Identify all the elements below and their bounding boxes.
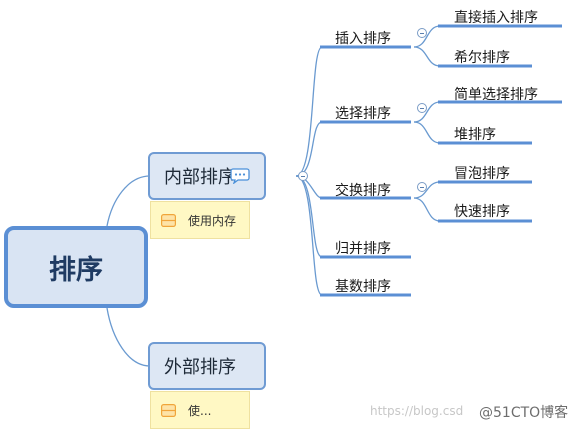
collapse-insertion-sort-button[interactable] [417, 28, 427, 38]
collapse-selection-sort-button[interactable] [417, 103, 427, 113]
connector-insertion-direct [413, 25, 441, 48]
connector-internal-insertion [295, 46, 323, 177]
collapse-exchange-sort-button[interactable] [417, 182, 427, 192]
watermark-url: https://blog.csd [370, 404, 464, 418]
collapse-internal-sort-button[interactable] [298, 171, 308, 181]
connector-root-external [106, 307, 151, 367]
topic-internal-sort[interactable]: 内部排序 [148, 152, 266, 200]
topic-external-sort[interactable]: 外部排序 [148, 342, 266, 390]
connector-internal-radix [295, 175, 323, 296]
watermark-brand: @51CTO博客 [479, 405, 569, 421]
topic-quick-sort[interactable]: 快速排序 [454, 204, 510, 220]
connector-internal-selection [295, 121, 323, 177]
note-icon [161, 213, 176, 227]
connector-selection-heap [413, 121, 441, 144]
root-topic[interactable]: 排序 [4, 226, 148, 308]
topic-insertion-sort[interactable]: 插入排序 [335, 31, 391, 47]
topic-simple-selection-sort[interactable]: 简单选择排序 [454, 87, 538, 103]
note-external-sort-text: 使... [188, 403, 212, 418]
topic-external-sort-label: 外部排序 [164, 357, 236, 378]
topic-heap-sort[interactable]: 堆排序 [454, 127, 496, 143]
root-topic-label: 排序 [49, 254, 103, 286]
note-external-sort: 使... [150, 391, 250, 429]
connector-selection-simple [413, 101, 441, 123]
connector-internal-merge [295, 175, 323, 258]
topic-merge-sort[interactable]: 归并排序 [335, 241, 391, 257]
topic-radix-sort[interactable]: 基数排序 [335, 279, 391, 295]
connector-exchange-bubble [413, 181, 441, 199]
connector-insertion-shell [413, 46, 441, 67]
note-internal-sort: 使用内存 [150, 201, 250, 239]
topic-direct-insertion-sort[interactable]: 直接插入排序 [454, 10, 538, 26]
note-internal-sort-text: 使用内存 [188, 213, 237, 228]
topic-exchange-sort[interactable]: 交换排序 [335, 183, 391, 199]
topic-bubble-sort[interactable]: 冒泡排序 [454, 166, 510, 182]
note-icon [161, 403, 176, 417]
connector-root-internal [106, 175, 151, 227]
topic-shell-sort[interactable]: 希尔排序 [454, 50, 510, 66]
topic-selection-sort[interactable]: 选择排序 [335, 106, 391, 122]
topic-internal-sort-label: 内部排序 [164, 167, 236, 188]
speech-bubble-icon[interactable] [230, 168, 250, 184]
connector-exchange-quick [413, 197, 441, 222]
